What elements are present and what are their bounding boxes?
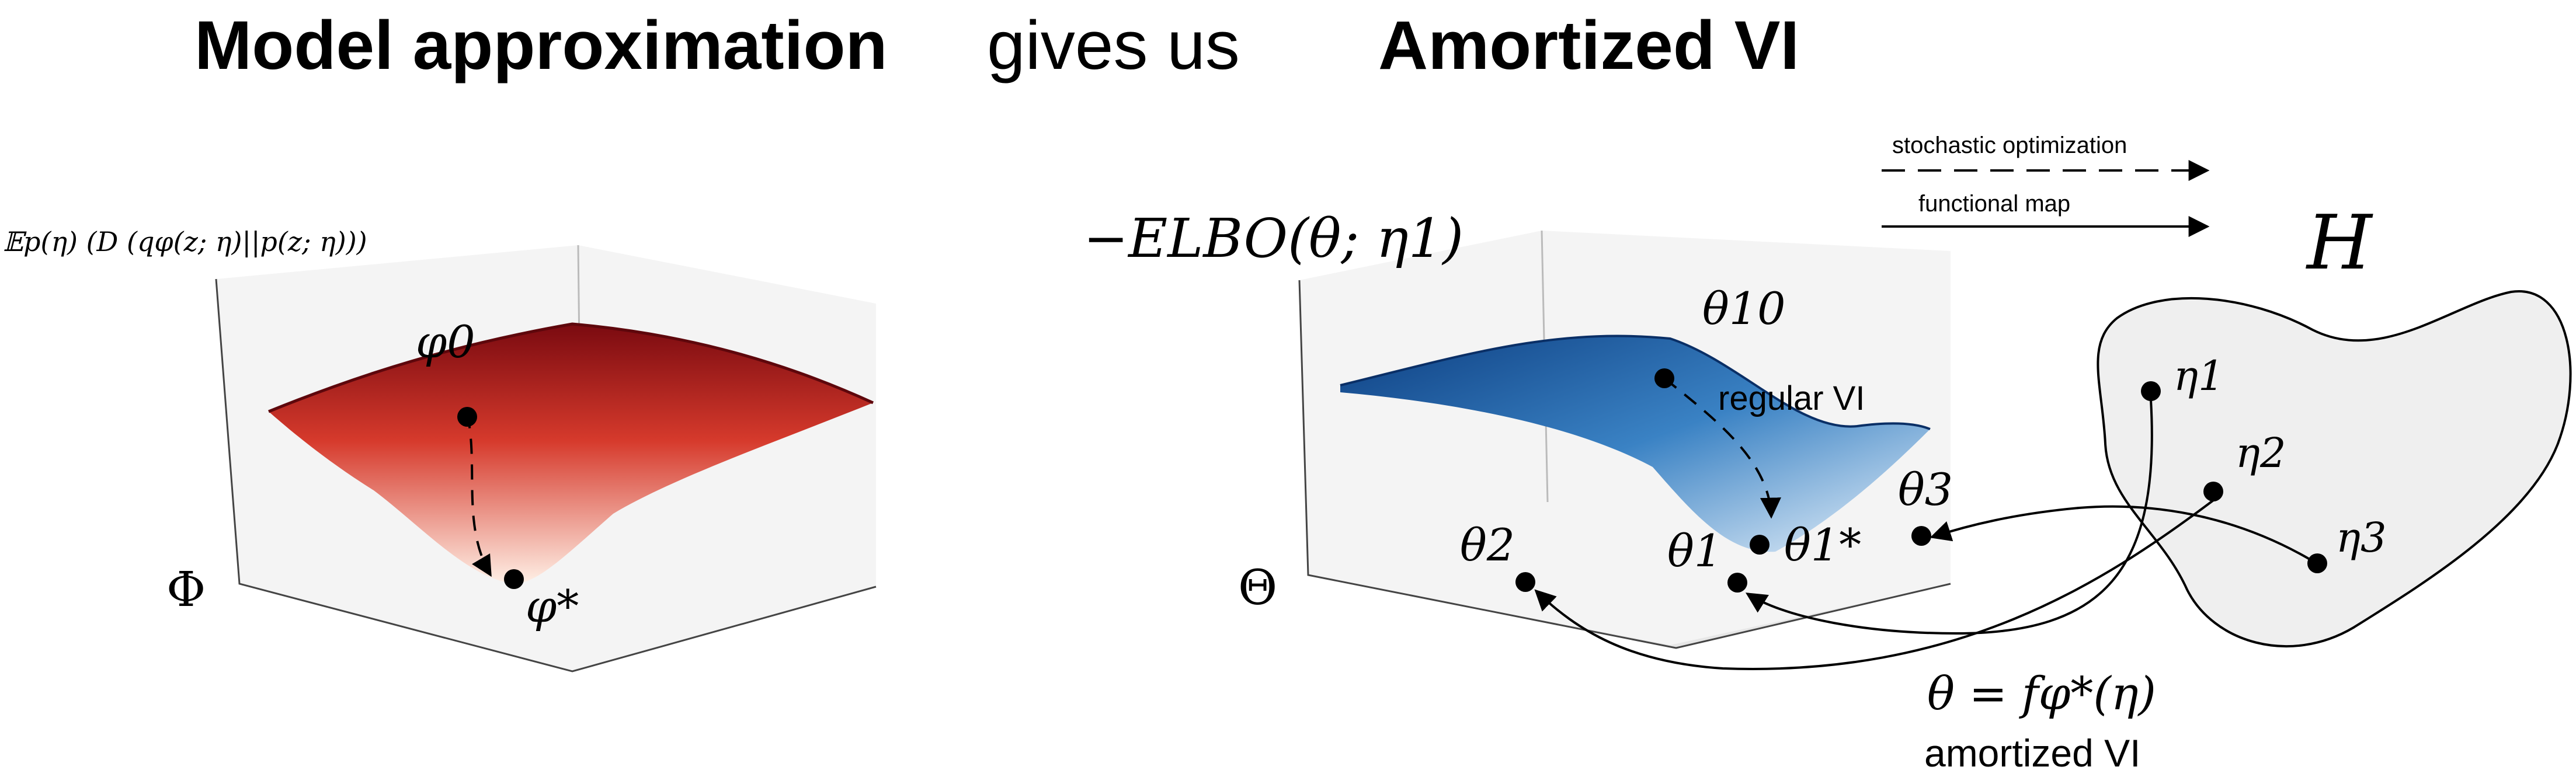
- eta2-point: [2203, 482, 2223, 501]
- theta1-point: [1727, 573, 1747, 593]
- title-gives-us: gives us: [987, 7, 1240, 84]
- red-loss-surface: [269, 324, 873, 584]
- eta2-label: η2: [2236, 429, 2286, 477]
- left-axis-lines: [215, 278, 877, 673]
- map-arrow-eta1: [1745, 399, 2153, 635]
- right-optimization-path: [1663, 377, 1781, 519]
- map-arrow-eta2: [1534, 499, 2215, 670]
- phistar-point: [504, 569, 524, 589]
- right-panel: Θ −ELBO(θ; η1) θ10 regular VI θ1* θ1 θ2 …: [1083, 207, 1953, 649]
- title-model-approximation: Model approximation: [194, 7, 888, 84]
- phistar-label: φ*: [526, 580, 579, 632]
- eta3-point: [2307, 553, 2327, 573]
- red-surface-ridge: [268, 322, 874, 413]
- legend: stochastic optimization functional map: [1882, 133, 2210, 237]
- amortized-vi-label: amortized VI: [1924, 731, 2140, 775]
- theta1star-label: θ1*: [1784, 519, 1861, 571]
- left-objective-label: 𝔼p(η) (D (qφ(z; η)||p(z; η))): [3, 226, 367, 257]
- set-h-blob: [2097, 290, 2572, 648]
- right-axis-label: Θ: [1238, 560, 1277, 616]
- legend-solid-label: functional map: [1918, 191, 2070, 217]
- set-h-label: H: [2306, 200, 2373, 287]
- theta3-point: [1911, 526, 1931, 546]
- mapping-equation: θ = fφ*(η): [1927, 668, 2156, 720]
- title-amortized-vi: Amortized VI: [1378, 7, 1800, 84]
- theta1-label: θ1: [1667, 525, 1722, 577]
- left-optimization-path: [466, 413, 492, 577]
- blue-surface-ridge: [1340, 335, 1931, 430]
- theta2-label: θ2: [1460, 519, 1515, 571]
- eta1-point: [2141, 381, 2161, 401]
- theta1star-point: [1750, 535, 1770, 555]
- right-axis-lines: [1298, 280, 1951, 649]
- phi0-label: φ0: [416, 316, 475, 368]
- eta1-label: η1: [2174, 352, 2224, 400]
- left-panel: Φ φ0 φ* 𝔼p(η) (D (qφ(z; η)||p(z; η))): [3, 226, 877, 673]
- set-h: H η1 η2 η3: [2097, 200, 2572, 648]
- map-arrow-eta3: [1930, 505, 2310, 560]
- eta3-label: η3: [2336, 514, 2386, 562]
- legend-dashed-label: stochastic optimization: [1892, 133, 2127, 158]
- regular-vi-label: regular VI: [1718, 379, 1865, 417]
- mapping-arrows: [1534, 399, 2310, 670]
- blue-loss-surface: [1340, 336, 1930, 552]
- theta10-point: [1654, 368, 1674, 388]
- right-objective-label: −ELBO(θ; η1): [1083, 207, 1463, 270]
- phi0-point: [457, 407, 477, 427]
- theta2-point: [1515, 572, 1535, 592]
- left-axis-label: Φ: [166, 562, 206, 618]
- theta10-label: θ10: [1702, 283, 1785, 335]
- theta3-label: θ3: [1898, 464, 1953, 515]
